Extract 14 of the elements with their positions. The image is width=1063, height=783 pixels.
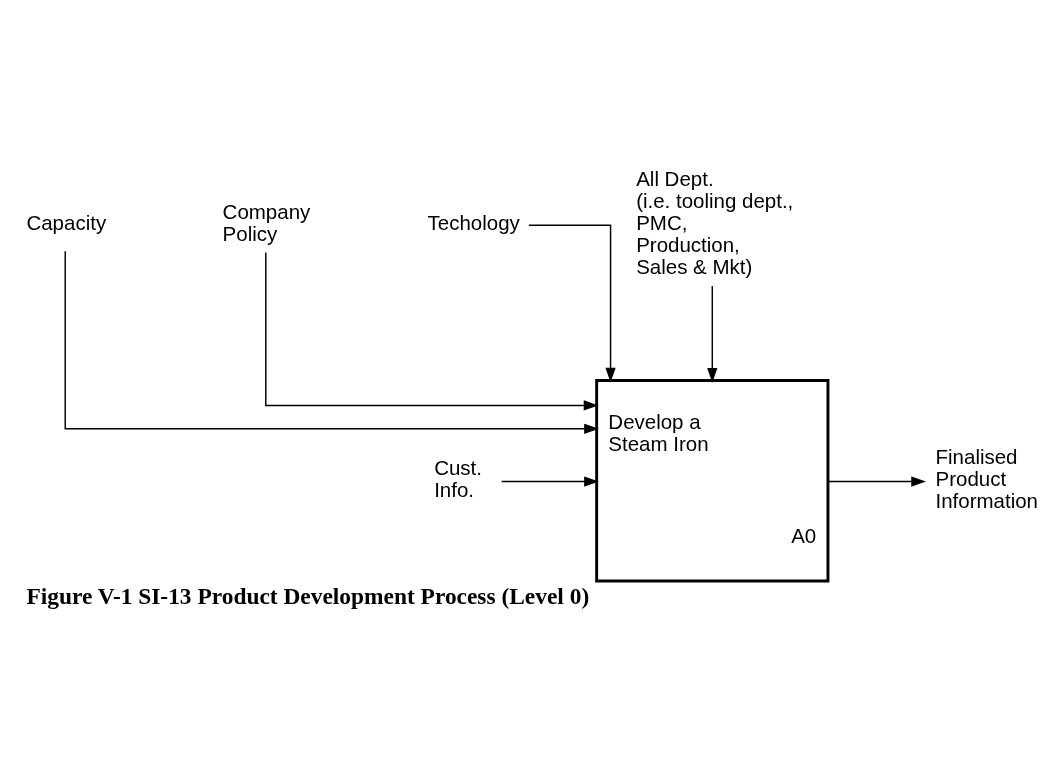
node-text: Company Policy — [222, 200, 311, 246]
arrow — [500, 476, 599, 487]
node-text: Techology — [427, 211, 520, 235]
caption: Figure V-1 SI-13 Product Development Process (Level 0) — [26, 583, 590, 610]
arrow — [528, 224, 616, 383]
node-box: Develop a Steam Iron A0 — [595, 379, 830, 583]
arrow — [265, 251, 599, 411]
arrow — [707, 285, 718, 383]
node-text: All Dept. (i.e. tooling dept., PMC, Production, Sales & Mkt) — [636, 167, 794, 278]
arrow — [827, 476, 926, 487]
node-text: Capacity — [26, 211, 107, 235]
arrow — [64, 250, 599, 434]
node-text: Finalised Product Information — [935, 445, 1039, 513]
node-text: Cust. Info. — [434, 456, 482, 502]
